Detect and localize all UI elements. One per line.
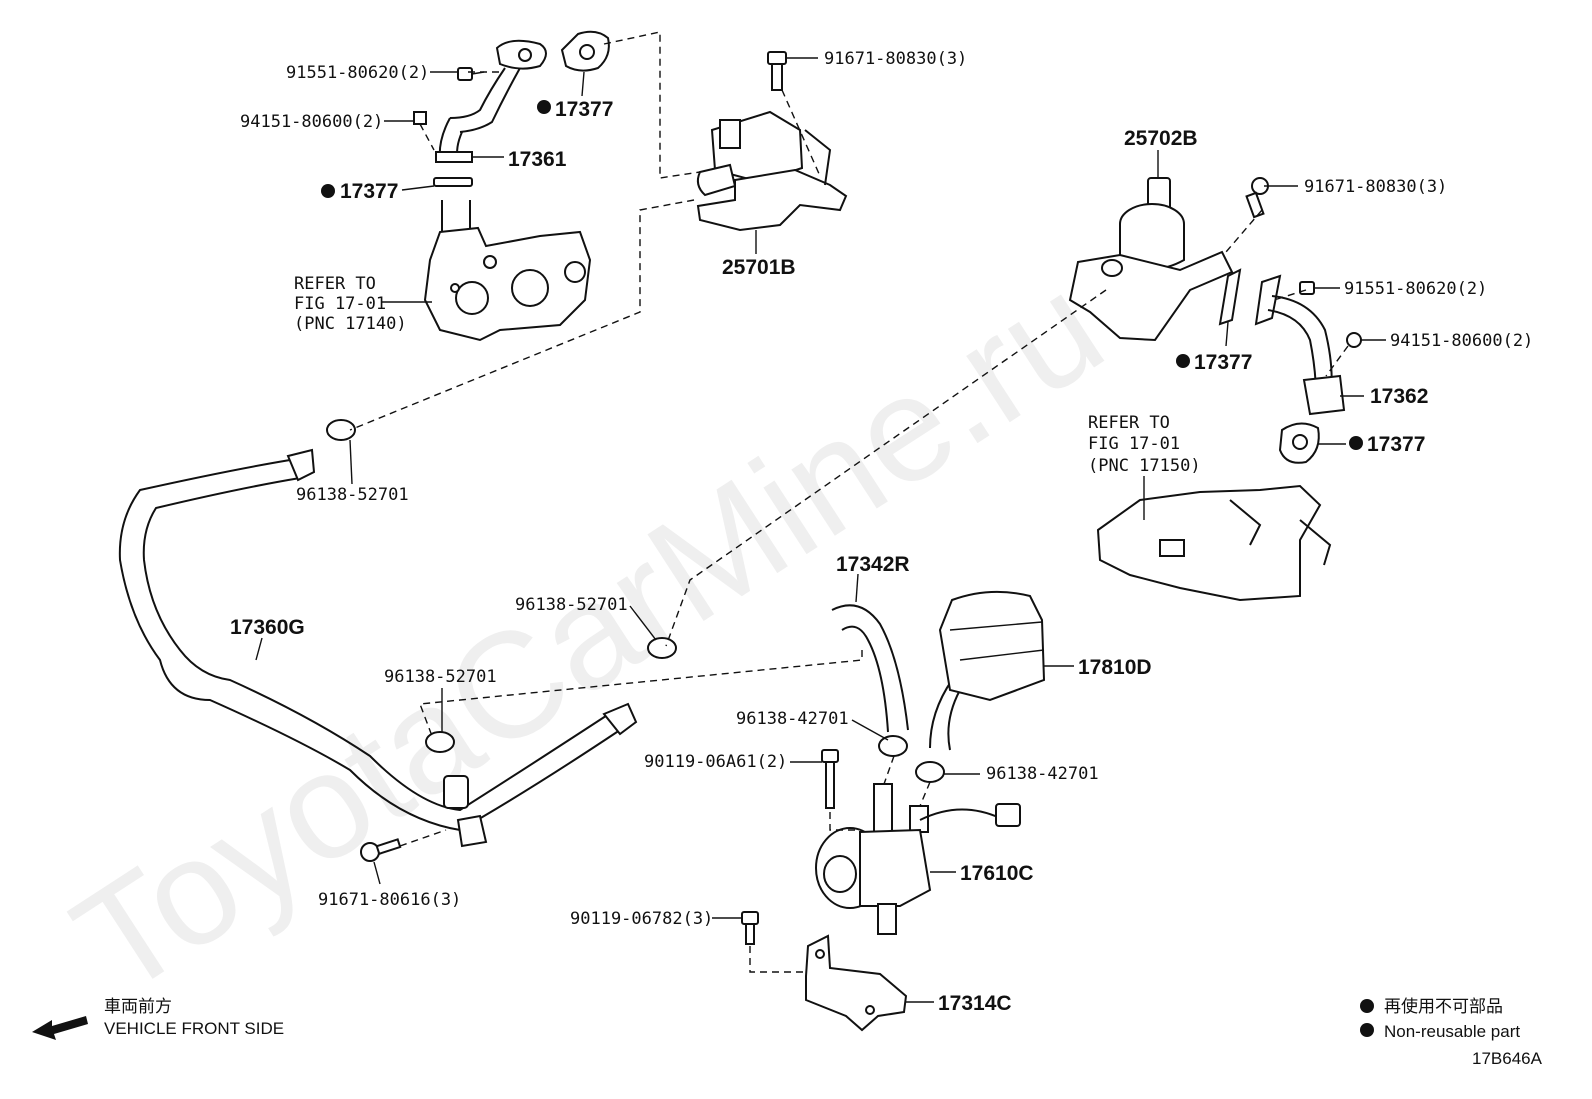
label-96138-52701-b: 96138-52701	[515, 595, 628, 615]
clamp-96138-a-drawing	[326, 419, 356, 441]
pipe-17361-drawing	[435, 39, 547, 163]
label-17362: 17362	[1370, 385, 1428, 408]
label-96138-52701-a: 96138-52701	[296, 485, 409, 505]
label-91671-80616: 91671-80616(3)	[318, 890, 461, 910]
label-refer1-line2: FIG 17-01	[294, 294, 386, 314]
label-17377-right: 17377	[1194, 351, 1252, 374]
filter-17810D-drawing	[938, 590, 1046, 702]
exhaust-manifold-right-drawing	[1096, 484, 1332, 602]
label-25702B: 25702B	[1124, 127, 1198, 150]
label-91551-80620-right: 91551-80620(2)	[1344, 279, 1487, 299]
bolt-91671-top-drawing	[767, 51, 787, 91]
label-17377-top: 17377	[555, 98, 613, 121]
gasket-17377-right-drawing	[1218, 268, 1242, 326]
clamp-96138-42701-b-drawing	[915, 761, 945, 783]
label-90119-06A61: 90119-06A61(2)	[644, 752, 787, 772]
label-25701B: 25701B	[722, 256, 796, 279]
bracket-17314C-drawing	[805, 934, 908, 1032]
label-17377-left: 17377	[340, 180, 398, 203]
label-96138-42701-b: 96138-42701	[986, 764, 1099, 784]
front-arrow-icon	[32, 1016, 88, 1040]
leader-lines	[255, 57, 1386, 1003]
nut-94151-top-drawing	[413, 111, 427, 125]
legend-dot-icon	[1360, 1023, 1374, 1037]
bolt-90119-06A61-drawing	[821, 749, 839, 809]
front-label-en: VEHICLE FRONT SIDE	[104, 1019, 284, 1038]
bolt-91671-right-drawing	[1245, 177, 1269, 219]
label-refer1-line1: REFER TO	[294, 274, 376, 294]
non-reusable-markers	[321, 100, 1363, 450]
bolt-91671-80616-drawing	[360, 838, 402, 862]
label-91551-80620-top: 91551-80620(2)	[286, 63, 429, 83]
label-91671-80830-top: 91671-80830(3)	[824, 49, 967, 69]
label-96138-52701-c: 96138-52701	[384, 667, 497, 687]
label-94151-80600-top: 94151-80600(2)	[240, 112, 383, 132]
label-94151-80600-right: 94151-80600(2)	[1390, 331, 1533, 351]
label-90119-06782: 90119-06782(3)	[570, 909, 713, 929]
front-direction-indicator: 車両前方 VEHICLE FRONT SIDE	[32, 997, 284, 1040]
valve-25702B-drawing	[1068, 177, 1234, 342]
nut-94151-right-drawing	[1346, 332, 1362, 348]
gasket-17377-lower-right-drawing	[1278, 422, 1320, 464]
legend: 再使用不可部品 Non-reusable part	[1360, 996, 1520, 1041]
legend-label-en: Non-reusable part	[1384, 1022, 1520, 1041]
valve-25701B-drawing	[696, 110, 848, 232]
hose-17360G-drawing	[118, 448, 638, 848]
label-refer2-line1: REFER TO	[1088, 413, 1170, 433]
bolt-90119-06782-drawing	[741, 911, 759, 945]
label-91671-80830-right: 91671-80830(3)	[1304, 177, 1447, 197]
legend-label-jp: 再使用不可部品	[1384, 996, 1503, 1016]
legend-dot-icon	[1360, 999, 1374, 1013]
clamp-96138-b-drawing	[647, 637, 677, 659]
pipe-17362-drawing	[1254, 274, 1346, 416]
label-17314C: 17314C	[938, 992, 1012, 1015]
clamp-96138-42701-a-drawing	[878, 735, 908, 757]
air-pump-17610C-drawing	[815, 783, 1021, 935]
label-96138-42701-a: 96138-42701	[736, 709, 849, 729]
label-refer2-line3: (PNC 17150)	[1088, 456, 1201, 476]
gasket-17377-left-drawing	[433, 177, 473, 187]
label-17361: 17361	[508, 148, 567, 171]
gasket-17377-top-drawing	[560, 30, 610, 72]
label-17810D: 17810D	[1078, 656, 1152, 679]
figure-id: 17B646A	[1472, 1049, 1543, 1068]
exhaust-manifold-drawing	[423, 200, 592, 342]
label-17610C: 17610C	[960, 862, 1034, 885]
bolt-91551-top-drawing	[457, 67, 485, 81]
dashed-connection-lines	[349, 31, 1349, 973]
label-17342R: 17342R	[836, 553, 910, 576]
label-refer1-line3: (PNC 17140)	[294, 314, 407, 334]
label-17377-lower-right: 17377	[1367, 433, 1425, 456]
front-label-jp: 車両前方	[104, 997, 172, 1016]
clamp-96138-c-drawing	[425, 731, 455, 753]
label-17360G: 17360G	[230, 616, 305, 639]
label-refer2-line2: FIG 17-01	[1088, 434, 1180, 454]
bolt-91551-right-drawing	[1299, 281, 1315, 295]
